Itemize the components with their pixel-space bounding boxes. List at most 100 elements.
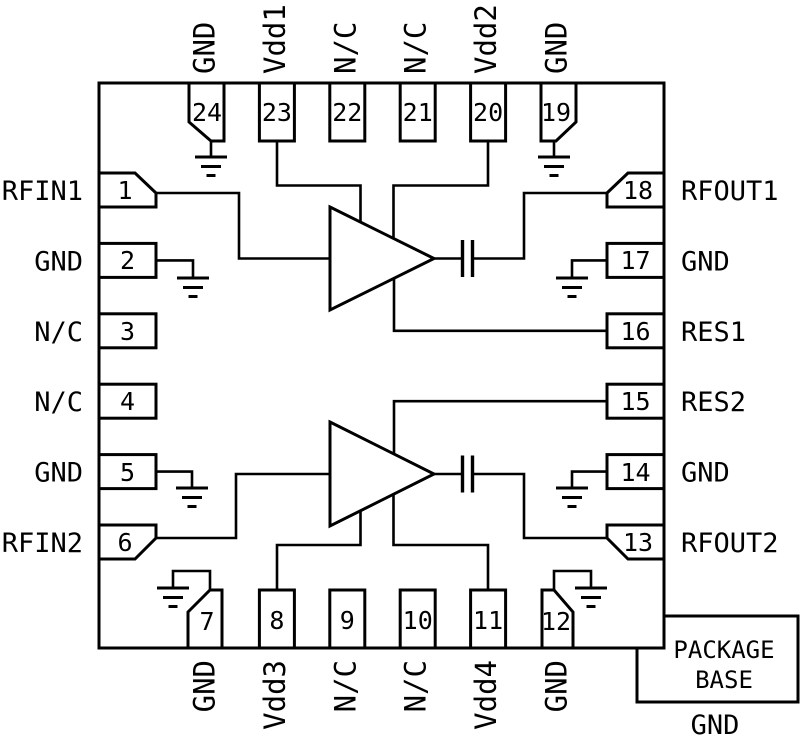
pin-10-number: 10 [403,606,433,635]
pin-22-label: N/C [328,22,362,74]
pin-8-label: Vdd3 [258,660,292,730]
pin-23-box [257,81,296,143]
pin-18-label: RFOUT1 [681,176,779,207]
pin-9-box [328,588,367,650]
pin-2-box [97,241,158,279]
pin-18-number: 18 [623,176,653,205]
pin-15-number: 15 [620,387,650,416]
ground-symbol-pin17 [556,276,588,298]
pin-9-label: N/C [328,660,362,712]
pin-19-label: GND [540,22,574,74]
package-base-line2: BASE [695,666,753,694]
pin-23-number: 23 [262,98,292,127]
pin-7-box [186,588,224,650]
package-base-line1: PACKAGE [673,636,774,664]
pin-6-number: 6 [117,528,132,557]
pin-3-label: N/C [34,317,83,348]
pin-20-box [469,81,508,143]
pin-20-number: 20 [473,98,503,127]
pin-2-label: GND [34,246,83,277]
pin-15-box [605,382,666,420]
pin-14-box [605,453,666,491]
pin-11-label: Vdd4 [469,660,503,730]
pin-13-box [605,523,666,561]
pin-4-box [97,382,158,420]
rfin2-trace [156,472,330,540]
pin-20-label: Vdd2 [469,4,503,74]
pin12-ground-wire [552,569,593,592]
amp2-output-trace [434,472,607,540]
chip-body-outline [97,81,666,650]
vdd1-trace [275,141,362,223]
pin-4-label: N/C [34,387,83,418]
vdd3-trace [275,511,362,590]
pin-2-number: 2 [120,246,135,275]
pin-8-number: 8 [269,606,284,635]
pin17-ground-wire [570,259,607,278]
pin-5-label: GND [34,458,83,489]
pin-12-box [540,588,575,650]
pin14-ground-wire [570,470,607,488]
pin-13-label: RFOUT2 [681,528,779,559]
pin-11-box [469,588,508,650]
pin-8-box [257,588,296,650]
pin-1-number: 1 [117,176,132,205]
pin-4-number: 4 [120,387,135,416]
pin-17-box [605,241,666,279]
pin-24-label: GND [188,22,222,74]
pin-10-label: N/C [399,660,433,712]
pin2-ground-wire [156,259,195,278]
pin-3-box [97,312,158,350]
amplifier2-symbol [328,419,438,529]
pin-17-label: GND [681,246,730,277]
pin-16-number: 16 [620,317,650,346]
pin-21-number: 21 [403,98,433,127]
ground-symbol-pin24 [195,155,227,177]
ground-symbol-pin5 [176,486,208,508]
pin-9-number: 9 [340,606,355,635]
pin-14-label: GND [681,458,730,489]
capacitor1-symbol [460,240,475,277]
pin-12-label: GND [540,660,574,712]
pin5-ground-wire [156,470,194,488]
vdd4-trace [392,495,490,590]
pin-13-number: 13 [623,528,653,557]
amplifier1-symbol [328,204,438,313]
pin-22-number: 22 [332,98,362,127]
ground-symbol-pin19 [538,155,570,177]
pin-7-label: GND [188,660,222,712]
pin-7-number: 7 [199,607,214,636]
ground-symbol-pin14 [556,486,588,508]
pin-23-label: Vdd1 [258,4,292,74]
ground-symbol-pin12 [575,586,607,608]
amp1-output-trace [434,191,607,260]
ground-symbol-pin2 [177,276,209,298]
pin-21-label: N/C [399,22,433,74]
pin-12-number: 12 [541,607,571,636]
pin-19-box [539,81,578,143]
pin-18-box [605,171,666,209]
pin-14-number: 14 [620,458,650,487]
pin-10-box [398,588,437,650]
pin-1-label: RFIN1 [2,176,83,207]
package-base-gnd-label: GND [691,710,740,739]
pin-5-box [97,453,158,491]
capacitor2-symbol [460,455,475,493]
pin-19-number: 19 [541,98,571,127]
pin-3-number: 3 [120,317,135,346]
pin-24-box [187,81,226,143]
pin-22-box [328,81,367,143]
ground-symbol-pin7 [157,586,189,608]
res1-trace [392,278,607,333]
pin-16-box [605,312,666,350]
pin-15-label: RES2 [681,387,746,418]
pin-6-box [97,523,158,561]
pin-17-number: 17 [620,246,650,275]
pin-5-number: 5 [120,458,135,487]
pin-16-label: RES1 [681,317,746,348]
pin-6-label: RFIN2 [2,528,83,559]
package-base-box [635,614,800,704]
res2-trace [392,399,607,454]
